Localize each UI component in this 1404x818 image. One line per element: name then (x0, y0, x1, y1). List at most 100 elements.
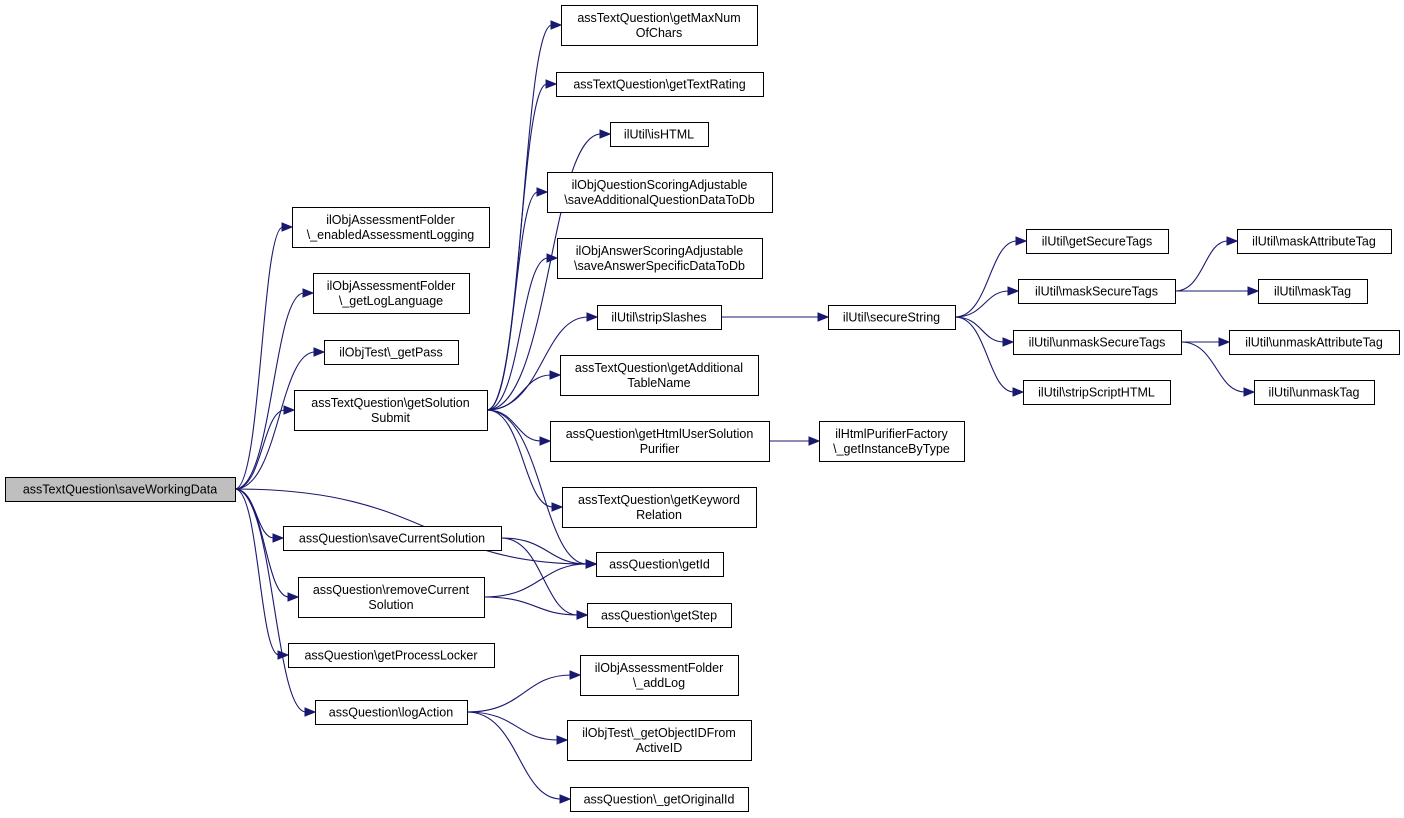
node-ilobjtest-getpass[interactable]: ilObjTest\_getPass (324, 340, 459, 365)
node-ilhtmlpurifierfactory-getinstancebytype[interactable]: ilHtmlPurifierFactory\_getInstanceByType (819, 421, 965, 462)
edge-asstextquestion-getsolution-submit-to-ilobjanswerscoringadjustable-saveanswerspecificdatatodb (486, 257, 549, 411)
node-label: ilUtil\getSecureTags (1042, 235, 1152, 249)
node-assquestion-getstep[interactable]: assQuestion\getStep (587, 603, 732, 628)
node-label: assTextQuestion\getSolution (311, 396, 469, 410)
node-assquestion-getoriginalid[interactable]: assQuestion\_getOriginalId (570, 787, 749, 812)
node-label: ilUtil\stripScriptHTML (1038, 386, 1155, 400)
node-ilutil-securestring[interactable]: ilUtil\secureString (828, 305, 956, 330)
arrowhead-icon (599, 129, 612, 139)
node-ilobjanswerscoringadjustable-saveanswerspecificdatatodb[interactable]: ilObjAnswerScoringAdjustable\saveAnswerS… (557, 238, 763, 279)
node-label: assTextQuestion\getKeyword (578, 493, 740, 507)
node-label: assQuestion\getProcessLocker (304, 649, 477, 663)
edge-assquestion-savecurrentsolution-to-assquestion-getstep (500, 537, 579, 616)
node-label: Purifier (640, 442, 680, 456)
node-asstextquestion-gettextrating[interactable]: assTextQuestion\getTextRating (556, 72, 764, 97)
node-label: ilUtil\unmaskTag (1268, 386, 1359, 400)
node-box (5, 477, 236, 502)
node-label: OfChars (636, 26, 683, 40)
arrowhead-icon (287, 592, 300, 602)
node-label: ilObjTest\_getObjectIDFrom (582, 726, 736, 740)
node-ilutil-unmaskattributetag[interactable]: ilUtil\unmaskAttributeTag (1229, 330, 1400, 355)
edge-assquestion-logaction-to-ilobjtest-getobjectidfrom-activeid (466, 711, 559, 741)
edge-ilutil-securestring-to-ilutil-getsecuretags (954, 240, 1018, 318)
edge-asstextquestion-getsolution-submit-to-ilutil-ishtml (486, 133, 602, 411)
edge-asstextquestion-getsolution-submit-to-asstextquestion-gettextrating (486, 83, 548, 411)
node-ilutil-unmasksecuretags[interactable]: ilUtil\unmaskSecureTags (1013, 330, 1182, 355)
edge-assquestion-removecurrent-solution-to-assquestion-getstep (483, 596, 579, 616)
node-box (828, 305, 956, 330)
node-box (1023, 380, 1171, 405)
node-box (596, 552, 724, 577)
node-ilutil-masksecuretags[interactable]: ilUtil\maskSecureTags (1018, 279, 1176, 304)
arrowhead-icon (550, 20, 563, 30)
node-label: \_addLog (633, 676, 685, 690)
node-assquestion-logaction[interactable]: assQuestion\logAction (315, 700, 468, 725)
node-label: ilHtmlPurifierFactory (835, 427, 948, 441)
node-asstextquestion-saveworkingdata[interactable]: assTextQuestion\saveWorkingData (5, 477, 236, 502)
node-ilobjassessmentfolder-getloglanguage[interactable]: ilObjAssessmentFolder\_getLogLanguage (313, 273, 470, 314)
node-label: Relation (636, 508, 682, 522)
node-box (1013, 330, 1182, 355)
arrowhead-icon (1247, 286, 1260, 296)
node-box (294, 390, 488, 431)
node-box (1254, 380, 1375, 405)
arrowhead-icon (281, 222, 294, 232)
arrowhead-icon (808, 436, 821, 446)
node-ilutil-masktag[interactable]: ilUtil\maskTag (1258, 279, 1368, 304)
node-label: assQuestion\_getOriginalId (584, 793, 735, 807)
node-box (313, 273, 470, 314)
node-label: ilUtil\maskTag (1274, 285, 1351, 299)
node-ilutil-stripscripthtml[interactable]: ilUtil\stripScriptHTML (1023, 380, 1171, 405)
node-ilobjquestionscoringadjustable-saveadditionalquestiondatatodb[interactable]: ilObjQuestionScoringAdjustable\saveAddit… (547, 172, 773, 213)
node-label: ilUtil\stripSlashes (611, 311, 706, 325)
edge-asstextquestion-saveworkingdata-to-ilobjtest-getpass (234, 351, 316, 490)
node-label: assTextQuestion\getTextRating (573, 78, 745, 92)
node-box (610, 122, 709, 147)
edge-asstextquestion-getsolution-submit-to-asstextquestion-getadditional-tablename (486, 374, 552, 411)
node-label: ilObjAnswerScoringAdjustable (576, 244, 743, 258)
node-box (557, 238, 763, 279)
node-label: ilUtil\maskAttributeTag (1252, 235, 1376, 249)
node-label: ilUtil\unmaskSecureTags (1029, 336, 1166, 350)
node-box (547, 172, 773, 213)
node-assquestion-savecurrentsolution[interactable]: assQuestion\saveCurrentSolution (283, 526, 502, 551)
node-label: ilObjAssessmentFolder (327, 279, 456, 293)
edge-asstextquestion-getsolution-submit-to-assquestion-getid (486, 409, 588, 565)
arrowhead-icon (551, 502, 564, 512)
node-label: ilUtil\isHTML (624, 128, 694, 142)
node-label: assTextQuestion\getMaxNum (577, 11, 740, 25)
node-label: Submit (371, 411, 410, 425)
arrowhead-icon (536, 187, 549, 197)
node-label: TableName (627, 376, 690, 390)
node-label: ilObjAssessmentFolder (595, 661, 724, 675)
node-ilobjassessmentfolder-addlog[interactable]: ilObjAssessmentFolder\_addLog (580, 655, 739, 696)
edge-assquestion-removecurrent-solution-to-assquestion-getid (483, 563, 588, 598)
node-ilutil-getsecuretags[interactable]: ilUtil\getSecureTags (1026, 229, 1169, 254)
node-ilutil-stripslashes[interactable]: ilUtil\stripSlashes (597, 305, 722, 330)
node-assquestion-getid[interactable]: assQuestion\getId (596, 552, 724, 577)
edge-asstextquestion-saveworkingdata-to-assquestion-removecurrent-solution (234, 488, 290, 598)
node-label: assQuestion\getId (609, 558, 710, 572)
node-ilutil-maskattributetag[interactable]: ilUtil\maskAttributeTag (1237, 229, 1392, 254)
arrowhead-icon (1015, 236, 1028, 246)
arrowhead-icon (272, 533, 285, 543)
node-label: assQuestion\getStep (601, 609, 717, 623)
node-assquestion-getprocesslocker[interactable]: assQuestion\getProcessLocker (288, 643, 495, 668)
node-label: ilUtil\unmaskAttributeTag (1245, 336, 1383, 350)
node-ilutil-unmasktag[interactable]: ilUtil\unmaskTag (1254, 380, 1375, 405)
node-box (587, 603, 732, 628)
node-ilobjassessmentfolder-enabledassessmentlogging[interactable]: ilObjAssessmentFolder\_enabledAssessment… (292, 207, 490, 248)
node-ilutil-ishtml[interactable]: ilUtil\isHTML (610, 122, 709, 147)
arrowhead-icon (546, 253, 559, 263)
arrowhead-icon (1007, 286, 1020, 296)
node-box (567, 720, 752, 761)
edge-asstextquestion-getsolution-submit-to-asstextquestion-getkeyword-relation (486, 409, 554, 508)
node-label: \saveAnswerSpecificDataToDb (574, 259, 745, 273)
